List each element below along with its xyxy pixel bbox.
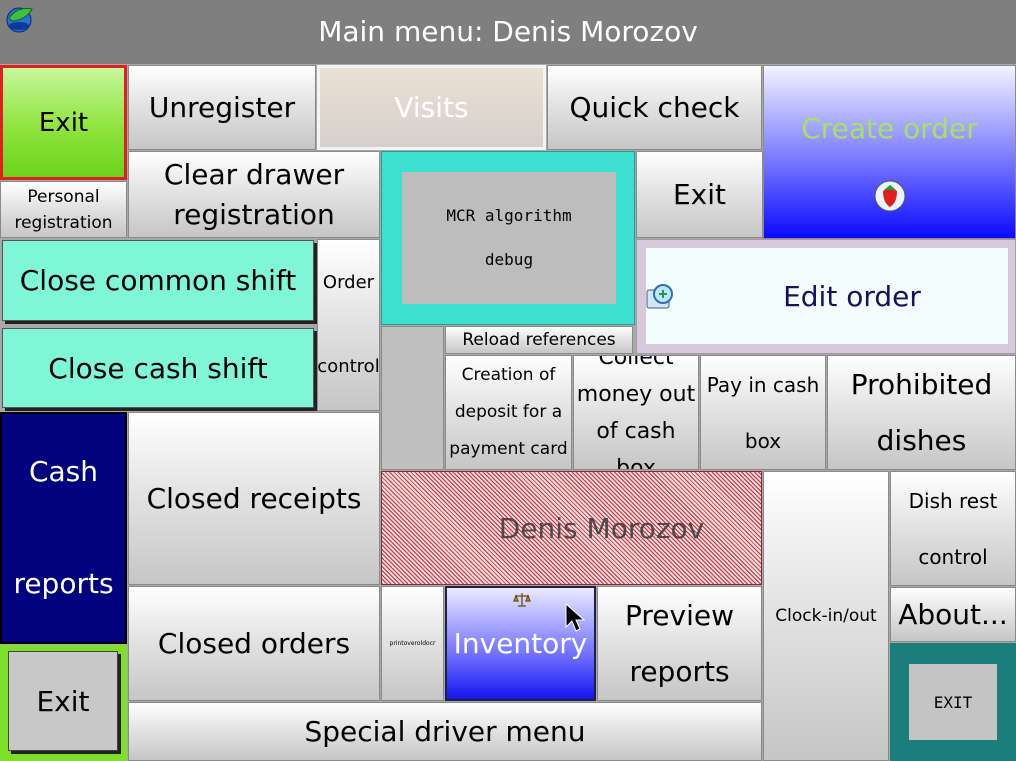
closed-receipts-button[interactable]: Closed receipts — [128, 412, 380, 585]
special-driver-menu-button[interactable]: Special driver menu — [128, 702, 762, 761]
unregister-button[interactable]: Unregister — [128, 65, 316, 150]
mcr-debug-panel: MCR algorithm debug — [381, 151, 635, 325]
order-control-button[interactable]: Order control — [317, 239, 380, 411]
edit-order-frame: Edit order — [636, 239, 1016, 354]
cash-reports-button[interactable]: Cash reports — [0, 412, 127, 644]
printoveroldocr-button[interactable]: printoveroldocr — [381, 586, 444, 701]
clear-drawer-registration-button[interactable]: Clear drawer registration — [128, 151, 380, 238]
dish-rest-control-button[interactable]: Dish rest control — [890, 471, 1016, 586]
preview-reports-button[interactable]: Preview reports — [597, 586, 762, 701]
mcr-algorithm-debug-button[interactable]: MCR algorithm debug — [402, 172, 616, 304]
empty-cell — [381, 326, 444, 470]
mouse-pointer-icon — [565, 603, 586, 632]
create-order-button[interactable]: Create order — [763, 65, 1016, 239]
scales-icon — [513, 593, 531, 607]
creation-deposit-button[interactable]: Creation of deposit for a payment card — [445, 355, 572, 470]
pay-in-cash-box-button[interactable]: Pay in cash box — [700, 355, 826, 470]
leaf-globe-icon — [6, 7, 33, 33]
user-name-banner: Denis Morozov — [381, 471, 762, 585]
quick-check-button[interactable]: Quick check — [547, 65, 762, 150]
exit-bottom-frame: Exit — [0, 645, 127, 761]
title-bar — [0, 0, 1016, 64]
exit-small-frame: EXIT — [890, 643, 1016, 761]
exit-button-top[interactable]: Exit — [0, 65, 127, 180]
collect-money-button[interactable]: Collect money out of cash box — [573, 355, 699, 470]
strawberry-icon — [874, 180, 905, 211]
magnifier-icon — [646, 284, 673, 309]
personal-registration-button[interactable]: Personal registration — [0, 181, 127, 238]
reload-references-button[interactable]: Reload references — [445, 326, 633, 354]
closed-orders-button[interactable]: Closed orders — [128, 586, 380, 701]
exit-small-button[interactable]: EXIT — [909, 664, 997, 740]
about-button[interactable]: About... — [890, 587, 1016, 642]
close-cash-shift-button[interactable]: Close cash shift — [2, 328, 314, 408]
window-title: Main menu: Denis Morozov — [318, 15, 698, 48]
close-common-shift-button[interactable]: Close common shift — [2, 240, 314, 321]
edit-order-button[interactable]: Edit order — [646, 248, 1008, 344]
prohibited-dishes-button[interactable]: Prohibited dishes — [827, 355, 1016, 470]
exit-button-bottom[interactable]: Exit — [8, 651, 118, 751]
exit-button-mid[interactable]: Exit — [636, 151, 763, 238]
visits-button[interactable]: Visits — [317, 65, 546, 150]
inventory-button[interactable]: Inventory — [445, 586, 596, 701]
clock-in-out-button[interactable]: Clock-in/out — [763, 471, 889, 761]
